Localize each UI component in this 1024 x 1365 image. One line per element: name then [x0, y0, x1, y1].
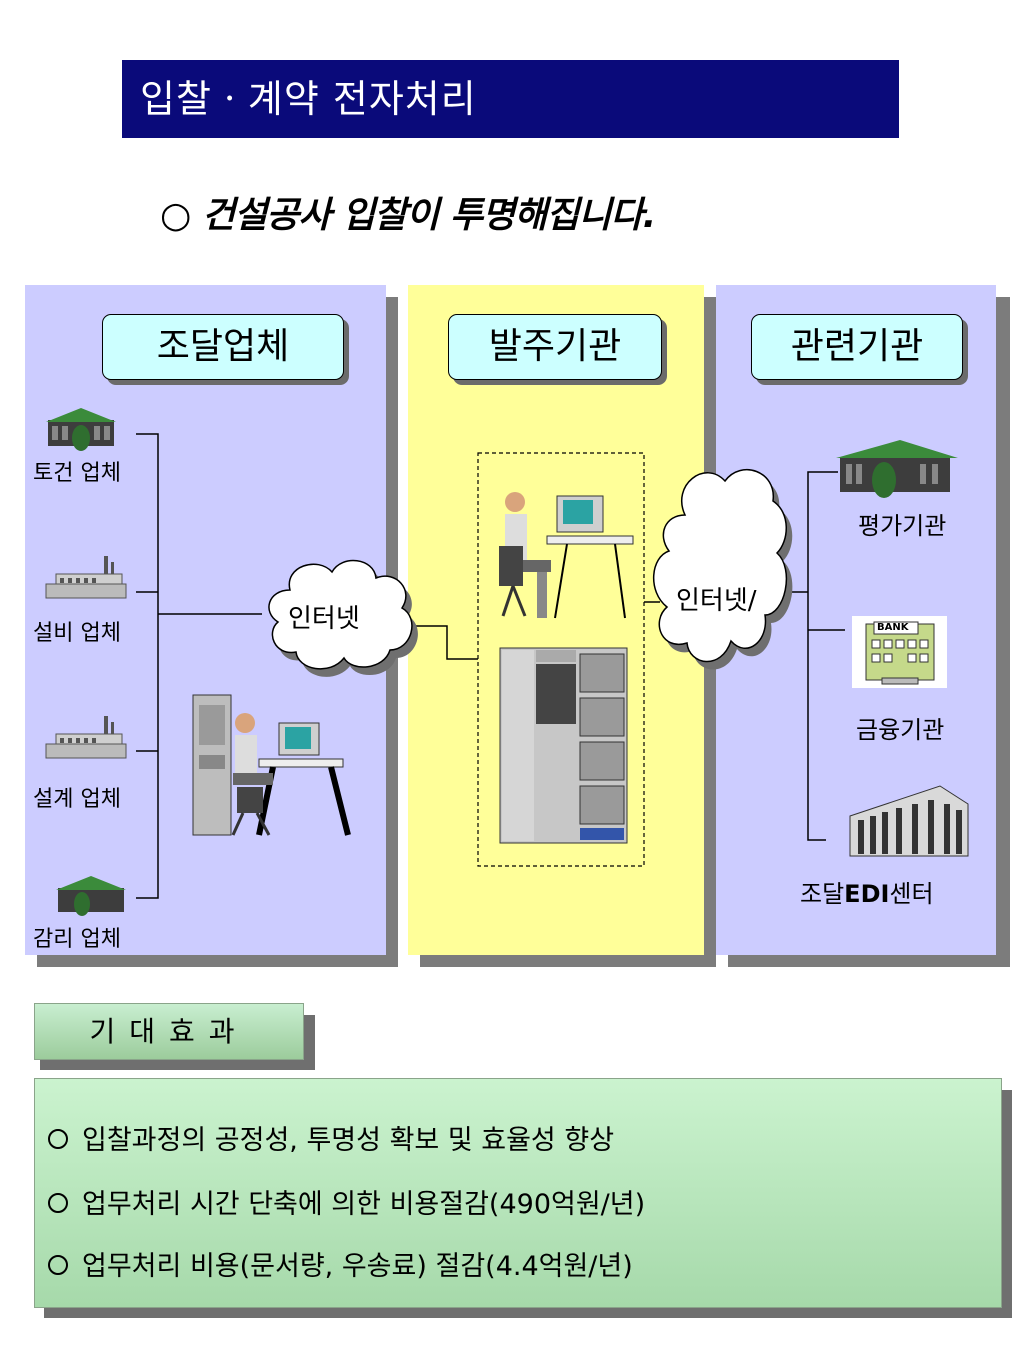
supervision-company-label: 감리 업체 [33, 927, 121, 952]
agency-header: 발주기관 [448, 314, 662, 380]
factory-icon-equipment [45, 556, 127, 599]
evaluation-building-icon [836, 440, 958, 498]
internet-label-left: 인터넷 [288, 604, 360, 634]
benefit-item: 업무처리 시간 단축에 의한 비용절감(490억원/년) [48, 1182, 645, 1221]
benefit-item: 업무처리 비용(문서량, 우송료) 절감(4.4억원/년) [48, 1244, 633, 1283]
bullet-icon [48, 1192, 68, 1213]
title-bar [122, 60, 899, 138]
civil-company-label: 토건 업체 [33, 461, 121, 486]
benefit-text: 입찰과정의 공정성, 투명성 확보 및 효율성 향상 [82, 1125, 615, 1156]
diagram-graphics [45, 408, 969, 916]
factory-icon-design [45, 716, 127, 759]
agency-operator-icon [499, 492, 634, 619]
edi-center-building-icon [849, 785, 969, 857]
operator-workstation-icon [192, 694, 351, 836]
benefit-text: 업무처리 비용(문서량, 우송료) 절감(4.4억원/년) [82, 1251, 633, 1282]
benefits-box [34, 1078, 1002, 1308]
building-icon-supervision [56, 876, 126, 916]
internet-label-right: 인터넷/ [676, 586, 757, 616]
bullet-icon [48, 1128, 68, 1149]
internet-cloud-left-icon [268, 559, 418, 677]
bank-icon [852, 616, 947, 688]
supplier-header: 조달업체 [102, 314, 344, 380]
evaluation-agency-label: 평가기관 [858, 512, 947, 540]
agency-system-dashed-box [477, 452, 645, 867]
benefit-text: 업무처리 시간 단축에 의한 비용절감(490억원/년) [82, 1189, 646, 1220]
edi-label-bold: EDI [844, 880, 890, 908]
related-header: 관련기관 [751, 314, 963, 380]
page-title: 입찰ㆍ계약 전자처리 [140, 77, 477, 121]
edi-label-suffix: 센터 [889, 880, 934, 908]
bullet-icon [48, 1254, 68, 1275]
edi-label-prefix: 조달 [800, 880, 845, 908]
equipment-company-label: 설비 업체 [33, 621, 121, 646]
subtitle: ○ 건설공사 입찰이 투명해집니다. [160, 195, 656, 236]
effects-heading: 기대효과 [34, 1003, 304, 1060]
edi-center-label: 조달EDI센터 [800, 874, 934, 909]
financial-agency-label: 금융기관 [856, 716, 945, 744]
design-company-label: 설계 업체 [33, 787, 121, 812]
left-connectors [136, 433, 845, 899]
building-icon-civil [46, 408, 116, 451]
benefit-item: 입찰과정의 공정성, 투명성 확보 및 효율성 향상 [48, 1118, 614, 1157]
internet-cloud-right-icon [652, 469, 793, 670]
server-rack-icon [499, 647, 628, 844]
bank-sign-text: BANK [877, 622, 909, 633]
